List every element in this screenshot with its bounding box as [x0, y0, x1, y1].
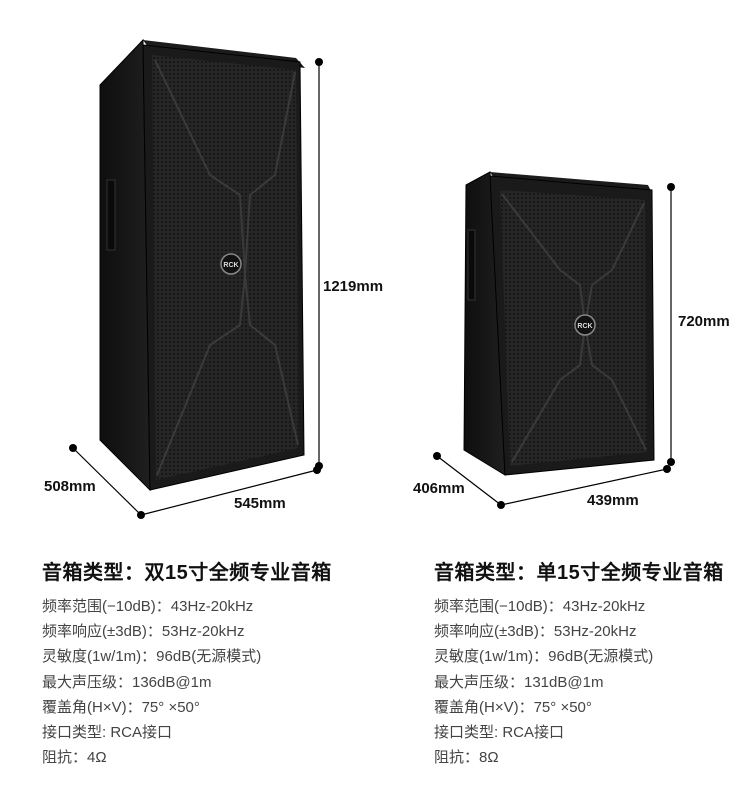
spec-frequency-range: 频率范围(−10dB)：43Hz-20kHz — [42, 598, 254, 615]
single-depth-label: 406mm — [413, 480, 465, 497]
spec-title: 音箱类型：双15寸全频专业音箱 — [42, 562, 332, 584]
spec-max-spl: 最大声压级：131dB@1m — [434, 673, 604, 691]
spec-impedance: 阻抗：4Ω — [42, 749, 107, 767]
single-speaker: RCK — [433, 171, 675, 509]
speakers-drawing: RCK — [69, 38, 675, 519]
dual-width-label: 545mm — [234, 495, 286, 512]
rck-logo-text: RCK — [223, 262, 238, 269]
handle-icon — [106, 179, 116, 251]
spec-coverage: 覆盖角(H×V)：75° ×50° — [434, 698, 592, 716]
rck-logo-icon — [220, 253, 242, 275]
rck-logo-icon — [574, 314, 596, 336]
spec-sensitivity: 灵敏度(1w/1m)：96dB(无源模式) — [434, 648, 654, 666]
single-speaker-specs: 音箱类型：单15寸全频专业音箱 频率范围(−10dB)：43Hz-20kHz 频… — [434, 556, 750, 770]
product-illustration: RCK — [44, 38, 730, 519]
spec-max-spl: 最大声压级：136dB@1m — [42, 673, 212, 691]
handle-icon — [467, 229, 476, 301]
dual-depth-label: 508mm — [44, 478, 96, 495]
dual-speaker: RCK — [69, 38, 323, 519]
spec-sensitivity: 灵敏度(1w/1m)：96dB(无源模式) — [42, 648, 262, 666]
dual-height-label: 1219mm — [323, 278, 384, 295]
spec-interface: 接口类型: RCA接口 — [434, 724, 565, 742]
single-width-label: 439mm — [587, 492, 639, 509]
spec-frequency-response: 频率响应(±3dB)：53Hz-20kHz — [42, 623, 245, 641]
spec-frequency-range: 频率范围(−10dB)：43Hz-20kHz — [434, 598, 646, 615]
spec-title: 音箱类型：单15寸全频专业音箱 — [434, 562, 724, 584]
spec-frequency-response: 频率响应(±3dB)：53Hz-20kHz — [434, 623, 637, 641]
spec-impedance: 阻抗：8Ω — [434, 749, 499, 767]
dual-speaker-specs: 音箱类型：双15寸全频专业音箱 频率范围(−10dB)：43Hz-20kHz 频… — [42, 556, 372, 770]
spec-interface: 接口类型: RCA接口 — [42, 724, 173, 742]
rck-logo-text: RCK — [577, 323, 592, 330]
spec-coverage: 覆盖角(H×V)：75° ×50° — [42, 698, 200, 716]
single-height-label: 720mm — [678, 313, 730, 330]
